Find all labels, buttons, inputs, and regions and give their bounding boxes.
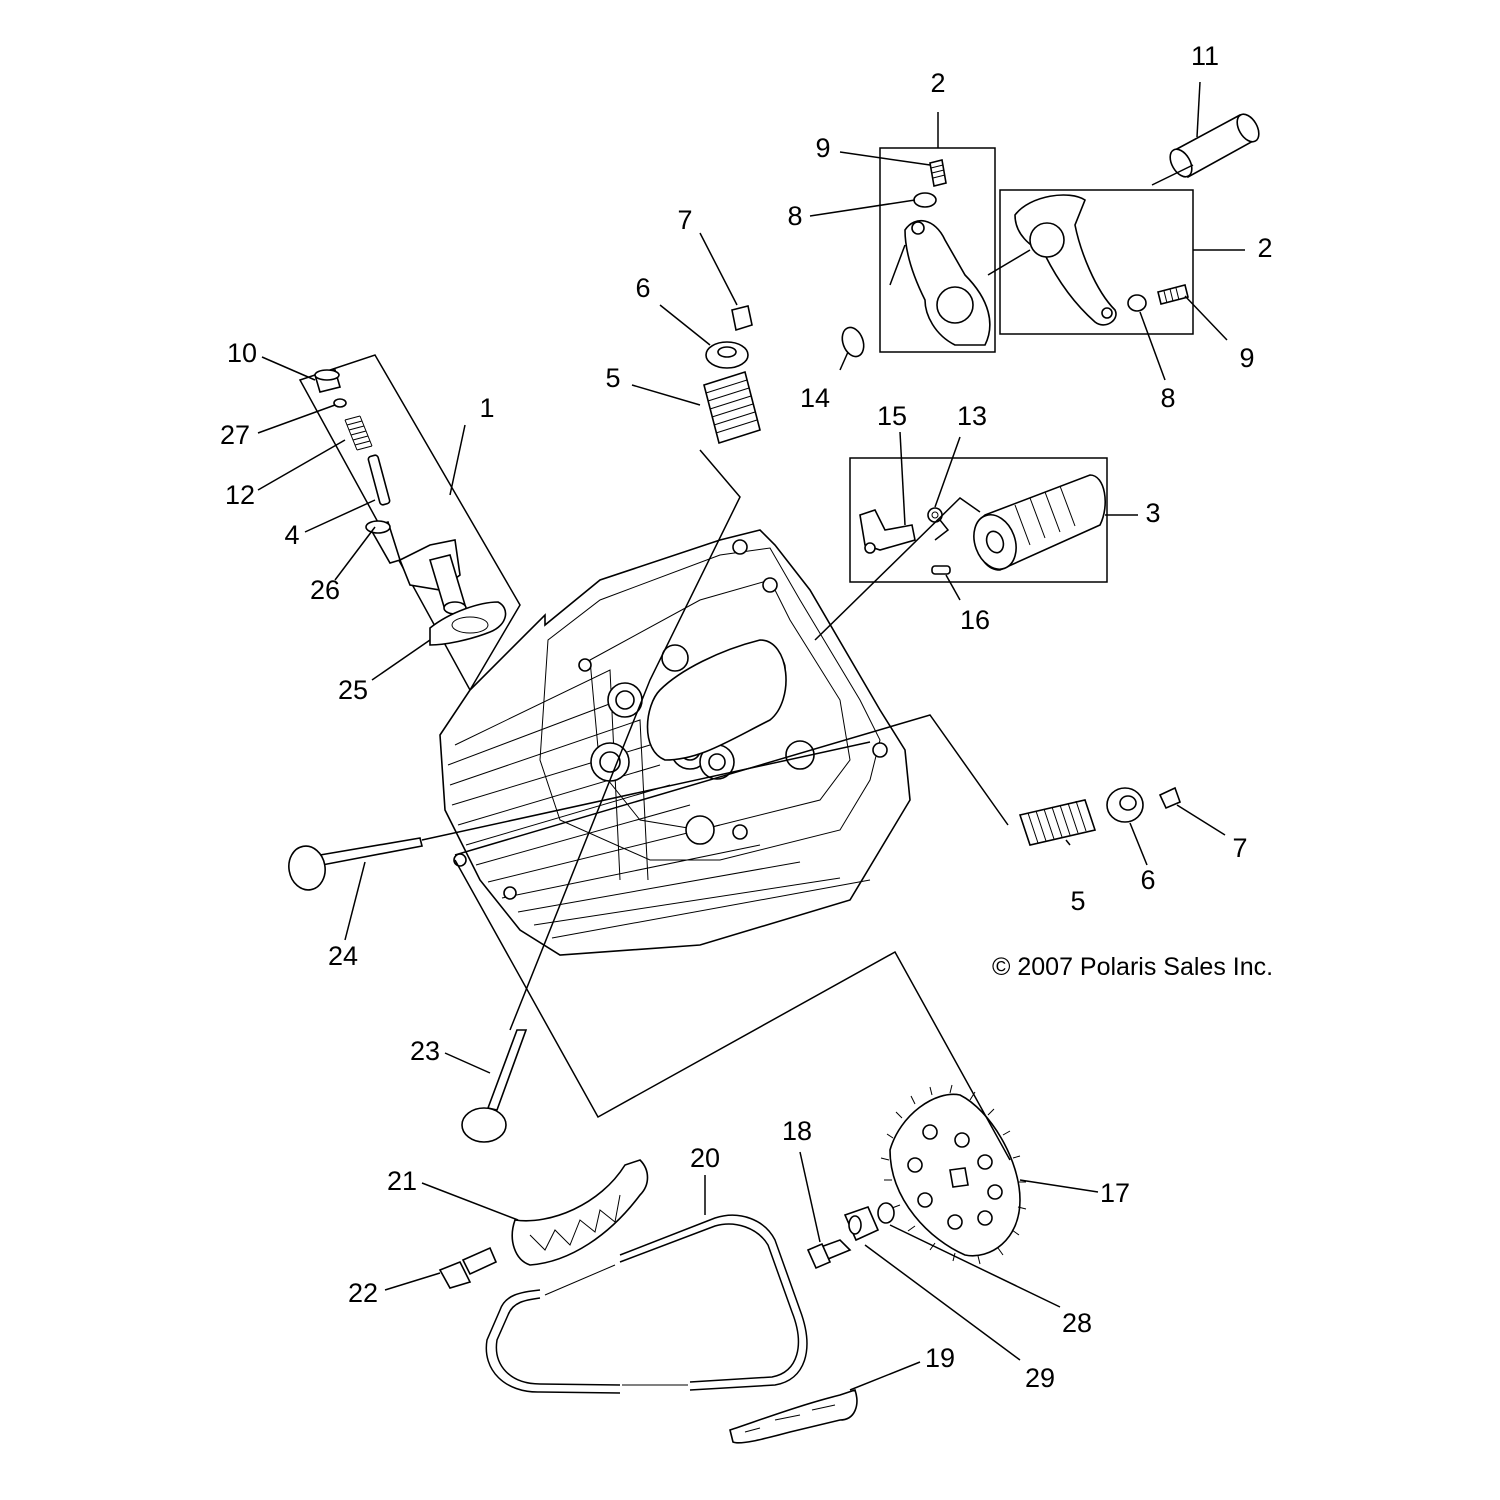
camshaft-box <box>849 457 1108 583</box>
tensioner-spring <box>344 415 373 451</box>
thrust-washer <box>841 326 865 358</box>
callout-7-right: 7 <box>1232 833 1247 863</box>
guide-pivot-bolt <box>438 1246 498 1289</box>
callout-5-upper: 5 <box>605 363 620 393</box>
callout-9-right: 9 <box>1239 343 1254 373</box>
callout-11: 11 <box>1191 41 1219 71</box>
callout-12: 12 <box>225 480 255 510</box>
callout-22: 22 <box>348 1278 378 1308</box>
callout-15: 15 <box>877 401 907 431</box>
callout-20: 20 <box>690 1143 720 1173</box>
cylinder-head <box>439 529 911 956</box>
decompression-lever <box>859 509 916 554</box>
callout-16: 16 <box>960 605 990 635</box>
sprocket-spacer <box>843 1206 880 1242</box>
tensioner-body <box>398 539 467 615</box>
o-ring <box>333 398 347 408</box>
tensioner-plug <box>313 369 342 393</box>
callout-1: 1 <box>479 393 494 423</box>
callout-19: 19 <box>925 1343 955 1373</box>
rocker-arm-box-right <box>999 189 1194 335</box>
callout-25: 25 <box>338 675 368 705</box>
callout-21: 21 <box>387 1166 417 1196</box>
camshaft <box>973 474 1106 571</box>
callout-4: 4 <box>284 520 299 550</box>
callout-3: 3 <box>1145 498 1160 528</box>
cam-sprocket <box>880 1084 1027 1265</box>
rocker-arm-left <box>904 219 991 346</box>
callout-10: 10 <box>227 338 257 368</box>
dowel-pin <box>931 565 951 575</box>
callout-27: 27 <box>220 420 250 450</box>
copyright-notice: © 2007 Polaris Sales Inc. <box>992 953 1273 981</box>
decompression-spring <box>927 507 943 523</box>
adjuster-screw-right <box>1157 284 1189 305</box>
callout-labels: 1 2 2 3 4 5 5 6 6 7 7 8 8 9 9 10 11 12 1… <box>220 41 1273 1393</box>
chain-guide-lower <box>729 1388 858 1444</box>
chain-guide-upper <box>511 1159 649 1266</box>
callout-23: 23 <box>410 1036 440 1066</box>
callout-29: 29 <box>1025 1363 1055 1393</box>
sprocket-washer <box>877 1202 895 1224</box>
lock-nut-right <box>1127 294 1147 312</box>
adjuster-screw-top <box>929 159 947 187</box>
callout-18: 18 <box>782 1116 812 1146</box>
rocker-shaft <box>1169 113 1260 179</box>
callout-13: 13 <box>957 401 987 431</box>
tensioner-assembly-bracket <box>298 354 521 692</box>
callout-5-right: 5 <box>1070 886 1085 916</box>
spring-retainer-right <box>1106 787 1144 823</box>
timing-chain <box>485 1214 808 1394</box>
tensioner-bolt <box>365 520 402 564</box>
callout-7-upper: 7 <box>677 205 692 235</box>
callout-6-right: 6 <box>1140 865 1155 895</box>
leader-lines <box>257 81 1245 1391</box>
rocker-arm-right <box>1014 194 1117 326</box>
tensioner-plunger <box>367 454 391 506</box>
sprocket-bolt <box>806 1239 852 1270</box>
callout-17: 17 <box>1100 1178 1130 1208</box>
valve-spring-right <box>1018 799 1097 846</box>
tensioner-gasket <box>429 601 507 646</box>
spring-retainer-upper <box>705 341 749 369</box>
valve-spring-upper <box>703 370 761 445</box>
callout-8-right: 8 <box>1160 383 1175 413</box>
callout-6-upper: 6 <box>635 273 650 303</box>
callout-9-upper: 9 <box>815 133 830 163</box>
intake-valve <box>461 1029 528 1143</box>
callout-8-upper: 8 <box>787 201 802 231</box>
valve-keeper-right <box>1158 786 1182 810</box>
exhaust-valve <box>288 837 423 891</box>
callout-2-top: 2 <box>930 68 945 98</box>
lock-nut-top <box>913 192 937 208</box>
valve-keeper-upper <box>731 305 753 332</box>
callout-28: 28 <box>1062 1308 1092 1338</box>
callout-24: 24 <box>328 941 358 971</box>
callout-26: 26 <box>310 575 340 605</box>
callout-2-right: 2 <box>1257 233 1272 263</box>
callout-14: 14 <box>800 383 830 413</box>
